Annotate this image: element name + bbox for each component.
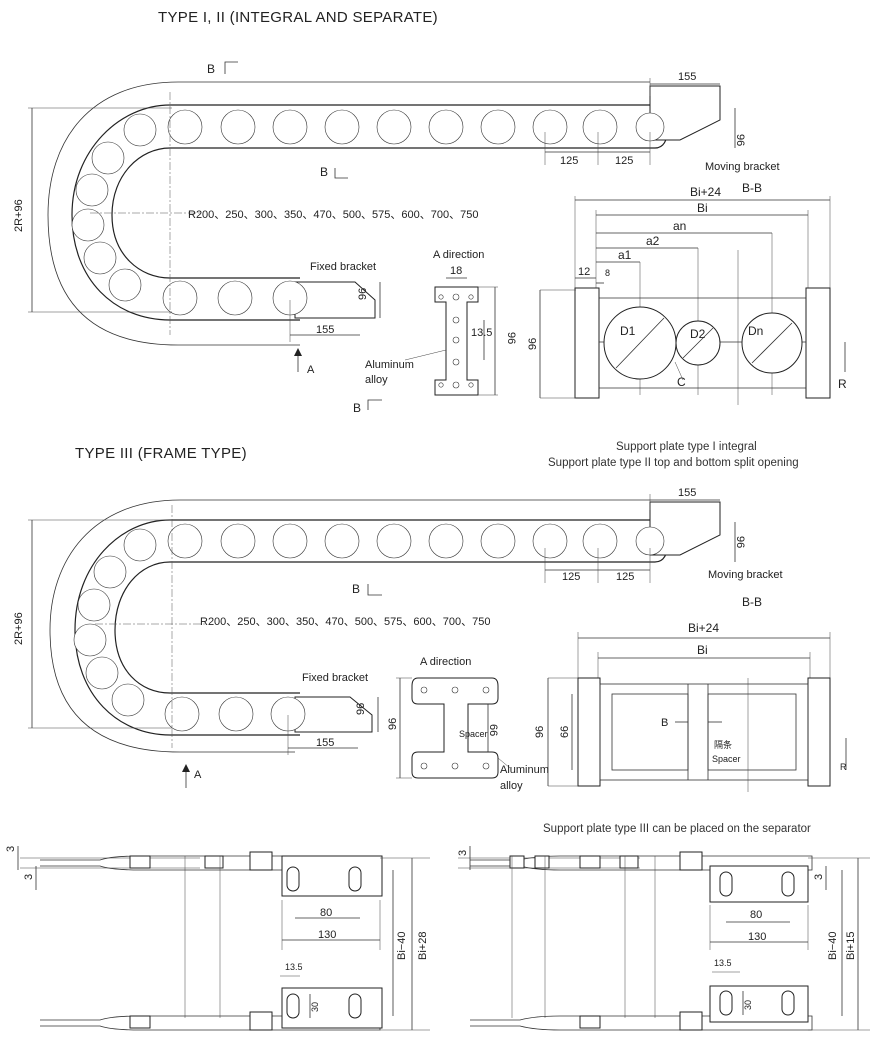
type3-side-plate <box>396 677 511 779</box>
type3-bi24-label: Bi+24 <box>688 621 719 635</box>
type3-dim-155-fixed: 155 <box>316 737 334 749</box>
type12-dim-13-5: 13.5 <box>471 327 492 339</box>
support-note-line1: Support plate type I integral <box>616 441 757 453</box>
br-dim-bi15: Bi+15 <box>845 932 857 960</box>
bl-dim-80: 80 <box>320 907 332 919</box>
type3-dim-96-top: 96 <box>734 536 746 548</box>
type12-dim-155-fixed: 155 <box>316 324 334 336</box>
type12-a-direction-label: A direction <box>433 249 484 261</box>
type12-bb-label: B-B <box>742 181 762 195</box>
type12-lower-link-holes <box>162 280 308 316</box>
type12-upper-link-holes <box>167 109 665 145</box>
type3-bi-label: Bi <box>697 643 708 657</box>
type12-an-label: an <box>673 219 686 233</box>
type3-upper-link-holes <box>167 523 665 559</box>
type3-dim-66-section: 66 <box>559 726 571 738</box>
type12-r-label: R <box>838 377 847 391</box>
br-dim-130: 130 <box>748 931 766 943</box>
type3-dim-96-fixed: 96 <box>355 703 367 715</box>
type3-chinese-spacer: 隔条 <box>714 739 732 750</box>
bl-dim-3-b: 3 <box>23 874 35 880</box>
type3-dim-155-top: 155 <box>678 487 696 499</box>
type12-d2-label: D2 <box>690 327 706 341</box>
type3-dim-2r96: 2R+96 <box>13 612 25 645</box>
bottom-left-detail <box>17 846 430 1031</box>
type12-moving-bracket-label: Moving bracket <box>705 161 780 173</box>
type12-aluminum-1: Aluminum <box>365 359 414 371</box>
type3-bend-link-holes <box>73 528 157 717</box>
br-dim-3-a: 3 <box>457 850 469 856</box>
bl-dim-30: 30 <box>310 1002 320 1012</box>
bl-dim-bi28: Bi+28 <box>417 932 429 960</box>
bl-dim-3-a: 3 <box>5 846 17 852</box>
type12-dim-125-a: 125 <box>560 155 578 167</box>
br-dim-3-b: 3 <box>813 874 825 880</box>
type3-dim-96-section: 96 <box>534 726 546 738</box>
type3-dim-125-a: 125 <box>562 571 580 583</box>
type12-arrow-a-label: A <box>307 364 315 376</box>
type12-dim-155-top: 155 <box>678 71 696 83</box>
type12-dn-label: Dn <box>748 324 763 338</box>
type12-d1-label: D1 <box>620 324 636 338</box>
type3-dim-125-b: 125 <box>616 571 634 583</box>
type3-bb-section <box>547 632 847 792</box>
br-note: Support plate type III can be placed on … <box>543 823 811 835</box>
type3-aluminum-1: Aluminum <box>500 764 549 776</box>
type12-dim-8: 8 <box>605 268 610 278</box>
type3-radius-list: R200、250、300、350、470、500、575、600、700、750 <box>200 616 490 628</box>
type3-b-small: B <box>661 717 668 729</box>
type3-dim-66-side: 66 <box>487 724 499 736</box>
type3-spacer-small: Spacer <box>459 729 488 739</box>
type12-dim-2r96: 2R+96 <box>13 199 25 232</box>
type12-fixed-bracket-label: Fixed bracket <box>310 261 376 273</box>
type12-dim-96-top: 96 <box>734 134 746 146</box>
type3-chain-drawing <box>28 494 736 788</box>
type3-aluminum-2: alloy <box>500 780 523 792</box>
type12-aluminum-2: alloy <box>365 374 388 386</box>
type12-c-label: C <box>677 375 686 389</box>
bl-dim-13-5: 13.5 <box>285 962 303 972</box>
type3-fixed-bracket-label: Fixed bracket <box>302 672 368 684</box>
type12-dim-96-fixed: 96 <box>357 288 369 300</box>
type3-arrow-a-label: A <box>194 769 202 781</box>
type3-dim-96-side: 96 <box>387 718 399 730</box>
type3-bb-label: B-B <box>742 595 762 609</box>
type12-bb-section <box>539 196 846 405</box>
type12-dim-18: 18 <box>450 265 462 277</box>
type12-bi-label: Bi <box>697 201 708 215</box>
br-dim-30: 30 <box>743 1000 753 1010</box>
type12-side-plate <box>404 277 498 396</box>
br-dim-80: 80 <box>750 909 762 921</box>
type12-dim-12: 12 <box>578 266 590 278</box>
type3-a-direction-label: A direction <box>420 656 471 668</box>
type3-title: TYPE III (FRAME TYPE) <box>75 445 247 462</box>
type12-a1-label: a1 <box>618 248 632 262</box>
type12-dim-96-section: 96 <box>527 338 539 350</box>
br-dim-13-5: 13.5 <box>714 958 732 968</box>
type12-chain-drawing <box>28 61 736 410</box>
type12-section-b-mid: B <box>320 165 328 179</box>
type12-dim-96-side: 96 <box>505 332 517 344</box>
type3-spacer-section: Spacer <box>712 754 741 764</box>
type12-section-b-bottom: B <box>353 401 361 415</box>
support-note-line2: Support plate type II top and bottom spl… <box>548 457 799 469</box>
type12-a2-label: a2 <box>646 234 660 248</box>
type12-title: TYPE I, II (INTEGRAL AND SEPARATE) <box>158 9 438 26</box>
bl-dim-130: 130 <box>318 929 336 941</box>
type12-bi24-label: Bi+24 <box>690 185 721 199</box>
type12-section-b-top: B <box>207 62 215 76</box>
type3-r-small: R <box>840 762 847 772</box>
type3-section-b: B <box>352 582 360 596</box>
type12-bend-link-holes <box>71 113 157 302</box>
type12-dim-125-b: 125 <box>615 155 633 167</box>
bl-dim-bi40: Bi−40 <box>396 932 408 960</box>
br-dim-bi40: Bi−40 <box>827 932 839 960</box>
type3-moving-bracket-label: Moving bracket <box>708 569 783 581</box>
bottom-right-detail <box>458 846 870 1031</box>
type3-lower-link-holes <box>164 696 306 732</box>
type12-radius-list: R200、250、300、350、470、500、575、600、700、750 <box>188 209 478 221</box>
